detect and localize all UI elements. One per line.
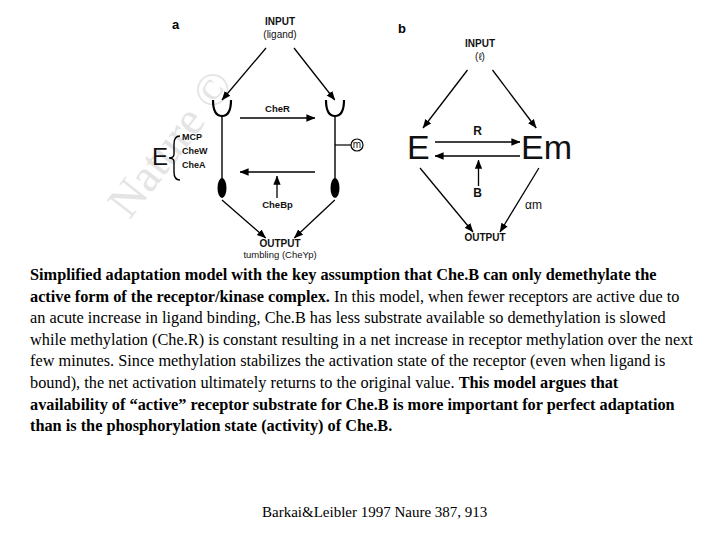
panel-letter: a (172, 18, 179, 32)
node-text: (ℓ) (455, 51, 505, 62)
connector-arrow (240, 171, 315, 172)
output-label: OUTPUT (455, 232, 515, 246)
connector-arrow (423, 70, 468, 128)
input-label: INPUT (ℓ) (455, 38, 505, 70)
node-text: tumbling (CheYp) (225, 250, 335, 260)
receptor-part (351, 139, 363, 151)
connector-arrow (493, 70, 537, 128)
node-text: MCP (182, 133, 202, 143)
connector-arrow (294, 200, 335, 238)
node-text: (ligand) (245, 29, 315, 40)
connector-arrow (420, 168, 473, 232)
state-node: E (405, 128, 435, 168)
node-text: OUTPUT (225, 238, 335, 249)
receptor-part (335, 144, 351, 145)
receptor-part (326, 100, 344, 116)
connector-arrow (435, 141, 520, 142)
node-text: CheA (182, 161, 206, 171)
connector-arrow (222, 48, 266, 100)
receptor-symbol (315, 100, 370, 200)
connector-arrow (435, 155, 520, 156)
node-text: E (152, 144, 168, 170)
receptor-complex: E MCP CheW CheA (150, 100, 240, 200)
edge-label: R (473, 125, 482, 138)
state-node: Em (520, 128, 574, 168)
node-text: CheW (182, 147, 208, 157)
input-label: INPUT (ligand) (245, 16, 315, 48)
edge-label: αm (525, 199, 542, 212)
node-text: m (351, 139, 363, 150)
node-text: OUTPUT (455, 232, 515, 243)
receptor-part (334, 116, 335, 180)
panel-letter: b (398, 22, 406, 36)
connector-arrow (240, 117, 315, 118)
node-text: Em (521, 129, 572, 166)
node-text: E (407, 129, 430, 166)
node-text: INPUT (245, 16, 315, 27)
caption-paragraph: Simplified adaptation model with the key… (30, 264, 698, 437)
citation: Barkai&Leibler 1997 Naure 387, 913 (262, 504, 487, 521)
connector-arrow (294, 48, 335, 100)
edge-label: B (473, 187, 482, 200)
connector-arrow (222, 200, 266, 238)
output-label: OUTPUTtumbling (CheYp) (225, 238, 335, 264)
node-text: INPUT (455, 38, 505, 49)
receptor-part (218, 178, 227, 198)
edge-label: CheBp (262, 200, 293, 210)
action-arrow (276, 176, 277, 198)
receptor-part (331, 178, 340, 198)
action-arrow (478, 160, 479, 186)
edge-label: CheR (265, 104, 290, 114)
receptor-part (221, 116, 222, 180)
methylated-receptor: m (315, 100, 370, 200)
